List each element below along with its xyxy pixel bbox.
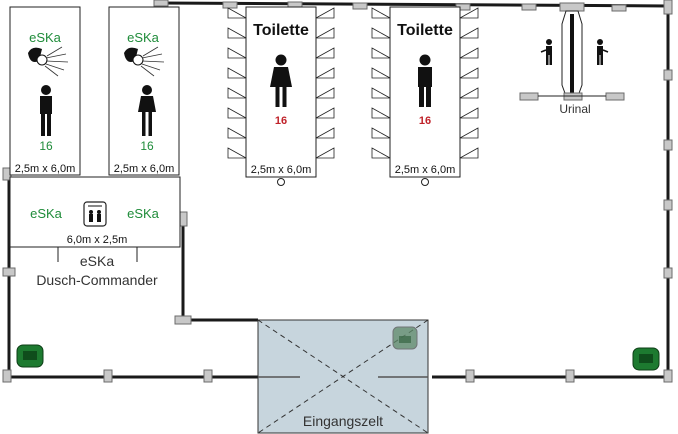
woman-icon: [138, 85, 156, 136]
shower-people-icon: [83, 201, 107, 227]
shower-men-count: 16: [140, 139, 154, 153]
woman-icon: [270, 54, 292, 107]
toilet-women-size: 2,5m x 6,0m: [251, 164, 312, 176]
shower-container-women: eSKa 16 2,5m x 6,0m: [9, 6, 81, 176]
waste-bin-icon: [16, 344, 44, 368]
entrance-tent: Eingangszelt: [257, 319, 429, 434]
toilet-women-title: Toilette: [253, 22, 309, 39]
waste-bin-icon: [632, 347, 660, 371]
toilet-container-men: Toilette 16 2,5m x 6,0m: [371, 6, 479, 186]
cabin-doors: [227, 7, 335, 159]
commander-caption-line2: Dusch-Commander: [36, 272, 158, 288]
shower-container-men: eSKa 16 2,5m x 6,0m: [108, 6, 180, 176]
commander-size: 6,0m x 2,5m: [67, 234, 128, 246]
entrance-marker-icon: [277, 178, 285, 186]
man-urinating-icon: [540, 39, 552, 65]
man-icon: [418, 54, 432, 107]
shower-head-icon: [28, 46, 69, 77]
commander-label-right: eSKa: [127, 206, 160, 221]
commander-label-left: eSKa: [30, 206, 63, 221]
shower-women-brand: eSKa: [29, 30, 62, 45]
toilet-men-size: 2,5m x 6,0m: [395, 164, 456, 176]
entrance-label: Eingangszelt: [303, 413, 383, 429]
shower-men-brand: eSKa: [127, 30, 160, 45]
shower-women-size: 2,5m x 6,0m: [15, 163, 76, 175]
man-urinating-icon: [597, 39, 609, 65]
shower-head-icon: [124, 46, 165, 77]
shower-men-size: 2,5m x 6,0m: [114, 163, 175, 175]
toilet-women-count: 16: [275, 115, 287, 127]
toilet-men-title: Toilette: [397, 22, 453, 39]
cabin-doors: [371, 7, 479, 159]
toilet-men-count: 16: [419, 115, 431, 127]
dusch-commander: eSKa eSKa 6,0m x 2,5m eSKa Dusch-Command…: [9, 176, 181, 288]
entrance-marker-icon: [421, 178, 429, 186]
woman-icon: [40, 85, 52, 136]
toilet-container-women: Toilette 16 2,5m x 6,0m: [227, 6, 335, 186]
urinal-label: Urinal: [559, 102, 590, 116]
urinal-unit: Urinal: [519, 2, 625, 116]
shower-women-count: 16: [39, 139, 53, 153]
commander-caption-line1: eSKa: [80, 253, 114, 269]
